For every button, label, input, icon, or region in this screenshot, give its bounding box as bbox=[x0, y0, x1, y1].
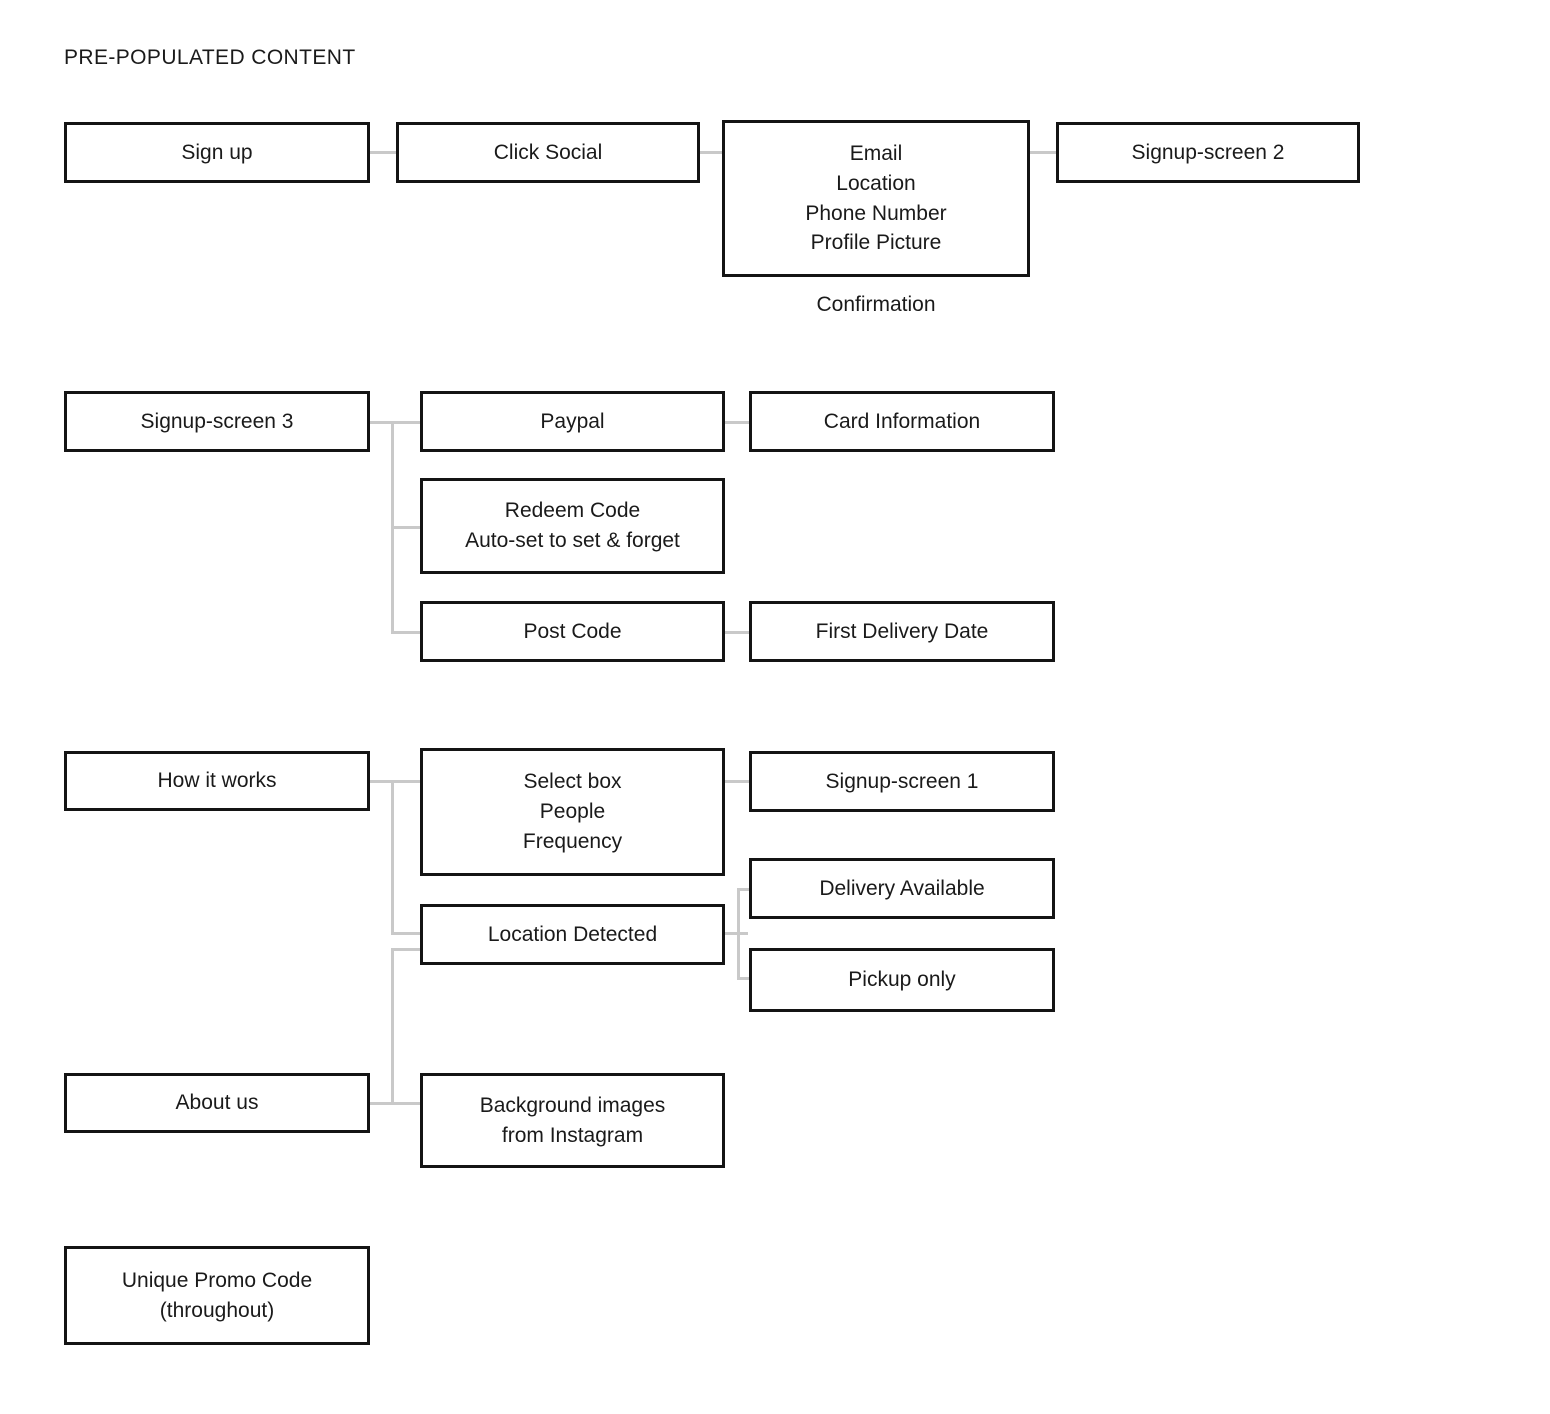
node-profile-fields[interactable]: Email Location Phone Number Profile Pict… bbox=[722, 120, 1030, 277]
connector-signupscreen3-stub bbox=[369, 421, 394, 424]
page-title: PRE-POPULATED CONTENT bbox=[64, 46, 356, 69]
node-how-it-works[interactable]: How it works bbox=[64, 751, 370, 811]
node-select-box[interactable]: Select box People Frequency bbox=[420, 748, 725, 876]
connector-trunk-aboutus bbox=[391, 948, 394, 1104]
connector-howitworks-stub bbox=[369, 780, 394, 783]
node-pickup-only[interactable]: Pickup only bbox=[749, 948, 1055, 1012]
node-sign-up[interactable]: Sign up bbox=[64, 122, 370, 183]
connector-trunk-to-postcode bbox=[391, 631, 422, 634]
connector-profilefields-to-signupscreen2 bbox=[1028, 151, 1058, 154]
caption-confirmation: Confirmation bbox=[816, 293, 936, 316]
node-unique-promo-code[interactable]: Unique Promo Code (throughout) bbox=[64, 1246, 370, 1345]
node-paypal[interactable]: Paypal bbox=[420, 391, 725, 452]
node-signup-screen-2[interactable]: Signup-screen 2 bbox=[1056, 122, 1360, 183]
connector-trunk-to-locationdetected-lower bbox=[391, 948, 422, 951]
node-signup-screen-1[interactable]: Signup-screen 1 bbox=[749, 751, 1055, 812]
node-first-delivery-date[interactable]: First Delivery Date bbox=[749, 601, 1055, 662]
connector-selectbox-to-signupscreen1 bbox=[723, 780, 751, 783]
node-location-detected[interactable]: Location Detected bbox=[420, 904, 725, 965]
connector-paypal-to-cardinformation bbox=[723, 421, 751, 424]
connector-postcode-to-firstdeliverydate bbox=[723, 631, 751, 634]
connector-clicksocial-to-profilefields bbox=[698, 151, 724, 154]
connector-locationdetected-stub bbox=[723, 932, 748, 935]
connector-trunk-howitworks bbox=[391, 780, 394, 935]
node-about-us[interactable]: About us bbox=[64, 1073, 370, 1133]
node-post-code[interactable]: Post Code bbox=[420, 601, 725, 662]
connector-trunk-to-paypal bbox=[391, 421, 422, 424]
connector-trunk-to-pickuponly bbox=[737, 977, 751, 980]
connector-trunk-to-locationdetected-upper bbox=[391, 932, 422, 935]
connector-aboutus-stub bbox=[369, 1102, 394, 1105]
connector-trunk-to-backgroundimages bbox=[391, 1102, 422, 1105]
node-card-information[interactable]: Card Information bbox=[749, 391, 1055, 452]
node-redeem-code[interactable]: Redeem Code Auto-set to set & forget bbox=[420, 478, 725, 574]
node-click-social[interactable]: Click Social bbox=[396, 122, 700, 183]
connector-trunk-locationdetected bbox=[737, 888, 740, 980]
node-delivery-available[interactable]: Delivery Available bbox=[749, 858, 1055, 919]
node-signup-screen-3[interactable]: Signup-screen 3 bbox=[64, 391, 370, 452]
connector-signup-to-clicksocial bbox=[369, 151, 397, 154]
connector-trunk-to-deliveryavailable bbox=[737, 888, 751, 891]
node-background-images[interactable]: Background images from Instagram bbox=[420, 1073, 725, 1168]
connector-trunk-to-redeemcode bbox=[391, 526, 422, 529]
connector-trunk-to-selectbox bbox=[391, 780, 422, 783]
